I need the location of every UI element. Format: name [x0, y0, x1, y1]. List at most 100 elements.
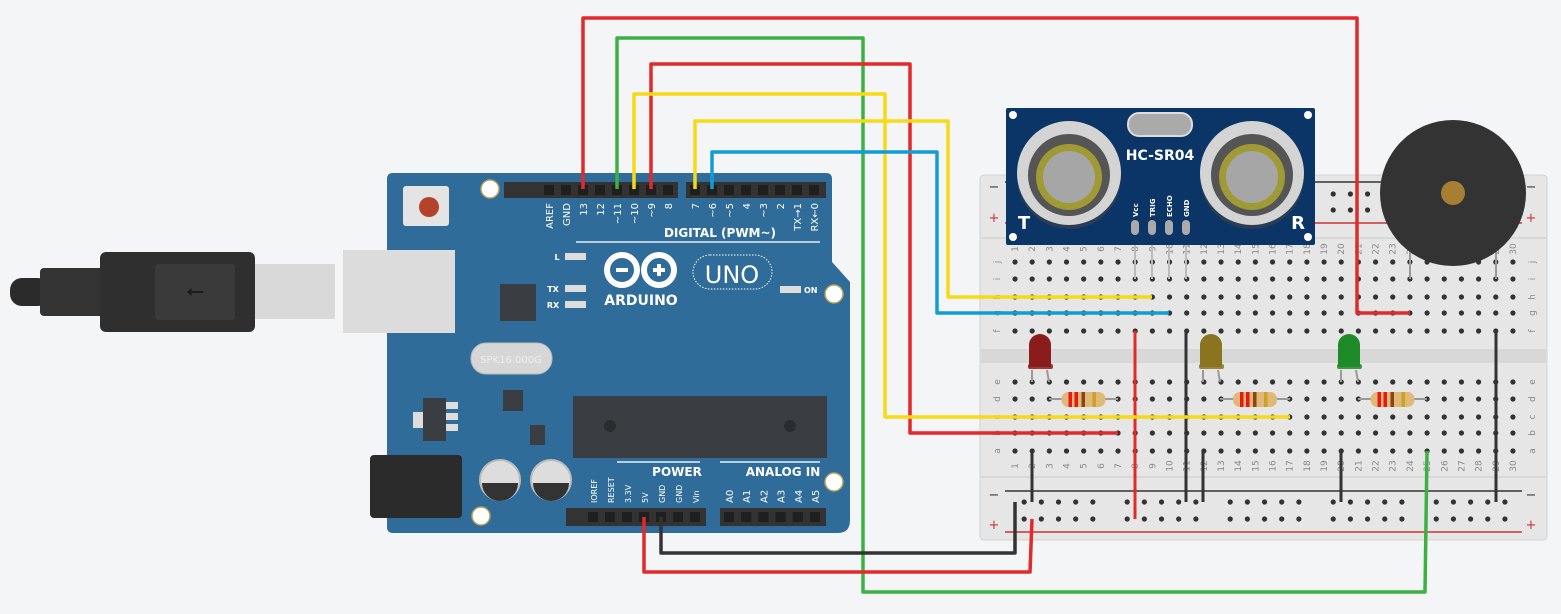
header-pin[interactable]: [758, 512, 769, 522]
breadboard-hole[interactable]: [1321, 430, 1327, 436]
breadboard-hole[interactable]: [1235, 310, 1241, 316]
breadboard-hole[interactable]: [1372, 430, 1379, 436]
breadboard-hole[interactable]: [1390, 328, 1396, 334]
breadboard-hole[interactable]: [1098, 448, 1104, 454]
header-pin[interactable]: [578, 185, 588, 195]
breadboard-hole[interactable]: [1115, 379, 1121, 385]
header-pin[interactable]: [605, 512, 615, 522]
breadboard-hole[interactable]: [1338, 328, 1344, 334]
wire-red-pin13-buzzer[interactable]: [581, 16, 1410, 315]
resistor[interactable]: [1049, 392, 1118, 407]
breadboard-hole[interactable]: [1115, 328, 1121, 334]
breadboard-hole[interactable]: [1407, 448, 1413, 454]
rail-hole[interactable]: [1502, 516, 1508, 522]
breadboard-hole[interactable]: [1012, 276, 1018, 282]
rail-hole[interactable]: [1124, 516, 1130, 522]
rail-hole[interactable]: [1279, 516, 1285, 522]
rail-hole[interactable]: [1244, 499, 1250, 505]
header-pin[interactable]: [724, 512, 734, 522]
sensor-pin[interactable]: [1148, 220, 1156, 235]
breadboard-hole[interactable]: [1475, 448, 1482, 454]
breadboard-hole[interactable]: [1338, 396, 1344, 402]
breadboard-hole[interactable]: [1269, 259, 1276, 265]
header-pin[interactable]: [561, 185, 571, 195]
breadboard-hole[interactable]: [1493, 294, 1499, 300]
breadboard-hole[interactable]: [1304, 448, 1310, 454]
breadboard-hole[interactable]: [1201, 396, 1207, 402]
rail-hole[interactable]: [1073, 516, 1079, 522]
rail-hole[interactable]: [1038, 499, 1044, 505]
wire-red-5v[interactable]: [642, 517, 1034, 574]
breadboard-hole[interactable]: [1390, 294, 1396, 300]
breadboard-hole[interactable]: [1218, 294, 1224, 300]
breadboard-hole[interactable]: [1372, 379, 1379, 385]
rail-hole[interactable]: [1261, 516, 1268, 522]
breadboard-hole[interactable]: [1235, 430, 1241, 436]
rail-hole[interactable]: [1261, 499, 1268, 505]
breadboard-hole[interactable]: [1201, 276, 1207, 282]
rail-hole[interactable]: [1158, 499, 1165, 505]
breadboard-hole[interactable]: [1149, 396, 1155, 402]
breadboard-hole[interactable]: [1321, 259, 1327, 265]
breadboard-hole[interactable]: [1372, 259, 1379, 265]
rail-hole[interactable]: [1330, 191, 1336, 197]
breadboard-hole[interactable]: [1475, 294, 1482, 300]
breadboard-hole[interactable]: [1321, 328, 1327, 334]
breadboard-hole[interactable]: [1304, 396, 1310, 402]
breadboard-hole[interactable]: [1458, 448, 1465, 454]
piezo-buzzer[interactable]: [1380, 120, 1526, 279]
header-pin[interactable]: [741, 185, 751, 195]
breadboard-hole[interactable]: [1458, 294, 1465, 300]
breadboard-hole[interactable]: [1012, 259, 1018, 265]
breadboard-hole[interactable]: [1475, 379, 1482, 385]
rail-hole[interactable]: [1330, 516, 1336, 522]
header-pin[interactable]: [758, 185, 768, 195]
breadboard-hole[interactable]: [1098, 379, 1104, 385]
rail-hole[interactable]: [1227, 516, 1233, 522]
breadboard-hole[interactable]: [1252, 294, 1258, 300]
breadboard-hole[interactable]: [1201, 294, 1207, 300]
rail-hole[interactable]: [1347, 516, 1353, 522]
breadboard-hole[interactable]: [1475, 328, 1482, 334]
breadboard-hole[interactable]: [1252, 448, 1258, 454]
breadboard-hole[interactable]: [1441, 310, 1447, 316]
breadboard-hole[interactable]: [1458, 396, 1465, 402]
breadboard-hole[interactable]: [1218, 276, 1224, 282]
breadboard-hole[interactable]: [1355, 328, 1361, 334]
breadboard-hole[interactable]: [1098, 328, 1104, 334]
breadboard-hole[interactable]: [1081, 328, 1087, 334]
rail-hole[interactable]: [1364, 499, 1371, 505]
breadboard-hole[interactable]: [1046, 276, 1052, 282]
breadboard-hole[interactable]: [1287, 328, 1293, 334]
rail-hole[interactable]: [1502, 499, 1508, 505]
breadboard-hole[interactable]: [1510, 259, 1516, 265]
wire-black-gnd[interactable]: [659, 502, 1017, 555]
wire-yellow-pin10-led[interactable]: [632, 92, 1290, 419]
breadboard-hole[interactable]: [1063, 259, 1070, 265]
breadboard-hole[interactable]: [1218, 328, 1224, 334]
breadboard-hole[interactable]: [1321, 276, 1327, 282]
breadboard-hole[interactable]: [1390, 276, 1396, 282]
rail-hole[interactable]: [1433, 516, 1439, 522]
breadboard-hole[interactable]: [1493, 310, 1499, 316]
breadboard-hole[interactable]: [1321, 396, 1327, 402]
wires[interactable]: [581, 16, 1429, 594]
breadboard-hole[interactable]: [1355, 448, 1361, 454]
rail-hole[interactable]: [1399, 499, 1405, 505]
breadboard-hole[interactable]: [1149, 379, 1155, 385]
breadboard-hole[interactable]: [1029, 396, 1035, 402]
rail-hole[interactable]: [1399, 516, 1405, 522]
breadboard-hole[interactable]: [1458, 328, 1465, 334]
rail-hole[interactable]: [1433, 499, 1439, 505]
breadboard-hole[interactable]: [1338, 294, 1344, 300]
breadboard-hole[interactable]: [1510, 396, 1516, 402]
breadboard-hole[interactable]: [1407, 328, 1413, 334]
rail-hole[interactable]: [1090, 499, 1096, 505]
wire-red-pin9-led[interactable]: [649, 62, 1118, 435]
breadboard-hole[interactable]: [1304, 294, 1310, 300]
breadboard-hole[interactable]: [1166, 430, 1173, 436]
breadboard-hole[interactable]: [1149, 430, 1155, 436]
breadboard-hole[interactable]: [1081, 276, 1087, 282]
led[interactable]: [1028, 334, 1053, 383]
